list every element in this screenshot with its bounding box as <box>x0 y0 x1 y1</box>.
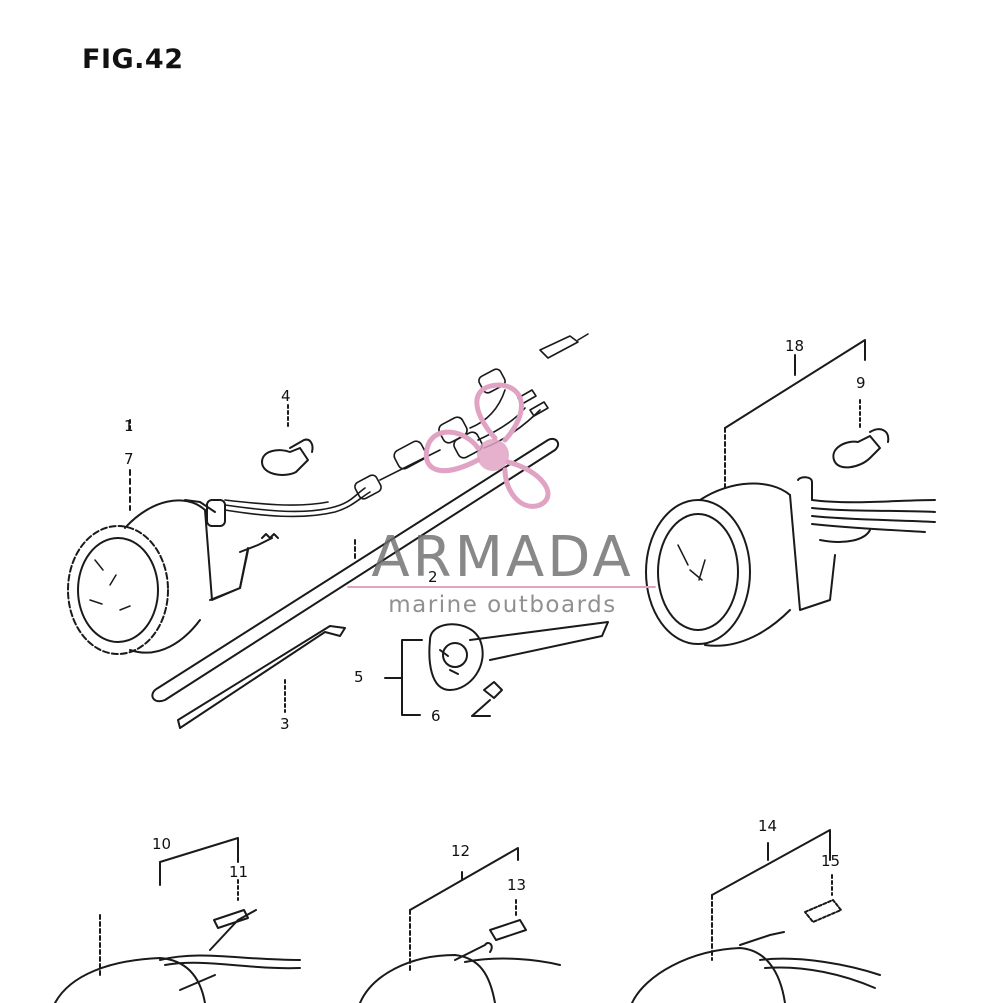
figure-title: FIG.42 <box>82 44 184 75</box>
callout-label: 15 <box>821 852 841 870</box>
gauge-14 <box>631 829 881 1003</box>
bulb-9 <box>832 399 890 469</box>
cable-tie-3 <box>177 625 346 729</box>
callout-label: 11 <box>229 863 249 881</box>
callout-label: 9 <box>856 374 866 392</box>
callout-label: 10 <box>152 835 172 853</box>
screw-6 <box>471 681 503 717</box>
watermark-brand: ARMADA <box>371 525 634 590</box>
callout-label: 5 <box>354 668 364 686</box>
callout-label: 4 <box>281 387 291 405</box>
gauge-12 <box>359 847 561 1003</box>
callout-label: 18 <box>785 337 805 355</box>
callout-label: 3 <box>280 715 290 733</box>
gauge-18 <box>645 339 936 647</box>
brand-logo-icon <box>423 382 551 509</box>
bulb-4 <box>261 404 314 476</box>
callout-label: 6 <box>431 707 441 725</box>
callout-label: 12 <box>451 842 471 860</box>
clamp-5 <box>384 621 609 716</box>
gauge-10 <box>54 837 301 1003</box>
callout-label: 7 <box>124 450 134 468</box>
callout-label: 14 <box>758 817 778 835</box>
watermark-tagline: marine outboards <box>388 592 617 618</box>
wire-harness <box>224 333 589 518</box>
gauge-1-tachometer <box>67 419 279 655</box>
callout-label: 2 <box>428 568 438 586</box>
callout-label: 13 <box>507 876 527 894</box>
shaft-2 <box>151 438 559 703</box>
callout-label: 1 <box>124 417 134 435</box>
